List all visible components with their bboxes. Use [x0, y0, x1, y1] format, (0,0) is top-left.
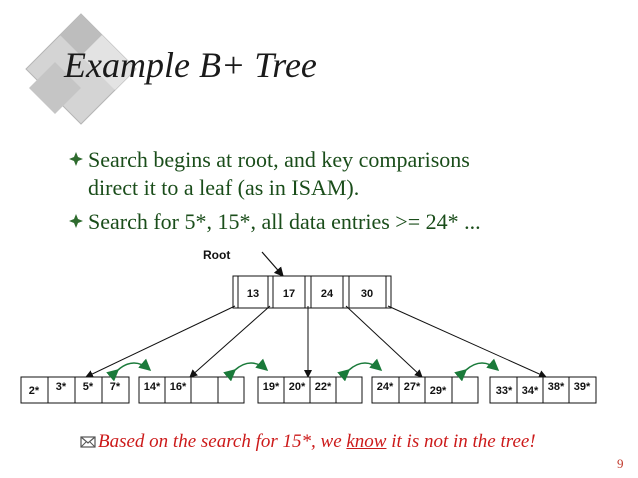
leaf-entry: 33*	[496, 385, 513, 397]
leaf-entry: 38*	[548, 381, 565, 393]
note-emphasis: know	[346, 431, 387, 452]
leaf-entry: 16*	[170, 381, 187, 393]
child-pointer-2	[189, 305, 271, 378]
leaf-entry: 34*	[522, 385, 539, 397]
leaf-node-4: 24* 27* 29*	[371, 376, 479, 404]
bullet-diamond-icon	[69, 152, 83, 166]
leaf-entry: 29*	[430, 385, 447, 397]
leaf-node-1: 2* 3* 5* 7*	[20, 376, 130, 404]
note-text-after: it is not in the tree!	[386, 431, 536, 452]
bullet-1-line-1: Search begins at root, and key compariso…	[88, 147, 470, 172]
leaf-entry: 24*	[377, 381, 394, 393]
note-envelope-icon	[80, 436, 96, 448]
root-key: 17	[283, 288, 295, 300]
bullet-1-line-2: direct it to a leaf (as in ISAM).	[88, 175, 360, 200]
root-key: 13	[247, 288, 259, 300]
root-pointer-arrow	[261, 251, 284, 277]
child-pointers	[85, 305, 547, 378]
leaf-entry: 14*	[144, 381, 161, 393]
root-key: 24	[321, 288, 334, 300]
child-pointer-1	[85, 305, 236, 378]
leaf-entry: 27*	[404, 381, 421, 393]
child-pointer-5	[387, 305, 547, 378]
sibling-link-2	[223, 358, 269, 382]
note-text-before: Based on the search for 15*, we	[98, 431, 347, 452]
search-note: Based on the search for 15*, we know it …	[98, 431, 536, 453]
sibling-link-4	[454, 358, 500, 382]
root-label: Root	[203, 248, 231, 262]
page-number: 9	[617, 456, 624, 471]
leaf-entry: 2*	[29, 385, 40, 397]
leaf-entry: 19*	[263, 381, 280, 393]
leaf-entry: 39*	[574, 381, 591, 393]
title-diamond-ornament	[25, 13, 137, 125]
leaf-node-2: 14* 16*	[138, 376, 245, 404]
bullet-2: Search for 5*, 15*, all data entries >= …	[68, 209, 588, 235]
leaf-entry: 22*	[315, 381, 332, 393]
root-node: 13 17 24 30	[232, 275, 392, 309]
sibling-link-3	[337, 358, 383, 382]
bullet-diamond-icon	[69, 214, 83, 228]
sibling-links	[106, 358, 500, 382]
leaf-entry: 7*	[110, 381, 121, 393]
leaf-node-3: 19* 20* 22*	[257, 376, 363, 404]
child-pointer-4	[345, 305, 423, 378]
leaf-entry: 20*	[289, 381, 306, 393]
leaf-entry: 5*	[83, 381, 94, 393]
root-key: 30	[361, 288, 373, 300]
bullet-1: Search begins at root, and key compariso…	[68, 147, 588, 200]
leaf-node-5: 33* 34* 38* 39*	[489, 376, 597, 404]
leaf-entry: 3*	[56, 381, 67, 393]
bullet-2-line-1: Search for 5*, 15*, all data entries >= …	[88, 209, 481, 234]
sibling-link-1	[106, 358, 152, 382]
slide-title: Example B+ Tree	[64, 45, 317, 85]
